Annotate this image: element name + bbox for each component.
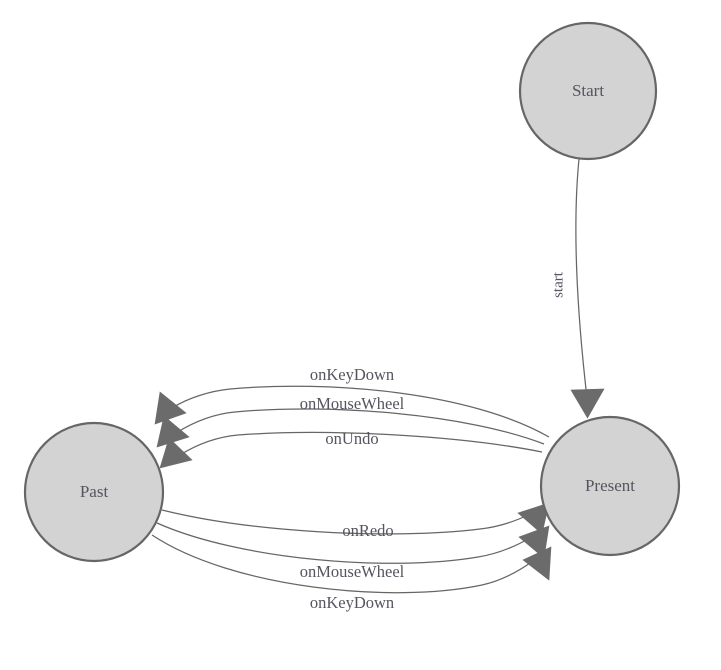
- node-present-label: Present: [585, 476, 635, 495]
- arrowhead-into-past-1: [154, 391, 187, 425]
- edge-present-to-past-onkeydown[interactable]: onKeyDown: [154, 365, 550, 438]
- edge-past-to-present-onkeydown-path: [151, 534, 534, 594]
- edge-start-to-present[interactable]: start: [550, 158, 605, 419]
- node-present[interactable]: Present: [539, 415, 681, 557]
- arrowhead-into-past-3: [159, 437, 193, 469]
- node-past[interactable]: Past: [23, 421, 165, 563]
- edge-past-to-present-onredo-path: [161, 509, 531, 535]
- edge-label-past-present-onredo: onRedo: [342, 521, 393, 540]
- edge-past-to-present-onredo[interactable]: onRedo: [161, 502, 550, 540]
- edge-past-to-present-onmousewheel[interactable]: onMouseWheel: [156, 522, 550, 581]
- node-start-label: Start: [572, 81, 604, 100]
- edge-label-present-past-onkeydown: onKeyDown: [310, 365, 394, 384]
- node-past-label: Past: [80, 482, 109, 501]
- node-start[interactable]: Start: [518, 21, 658, 161]
- arrowhead-into-present-top: [570, 388, 605, 419]
- edge-start-to-present-path: [575, 158, 588, 399]
- edge-present-to-past-onmousewheel[interactable]: onMouseWheel: [156, 394, 545, 448]
- edge-present-to-past-onmousewheel-path: [175, 408, 545, 445]
- edge-past-to-present-onkeydown[interactable]: onKeyDown: [151, 534, 552, 612]
- arrowhead-into-present-3: [522, 546, 552, 581]
- node-present-circle: [539, 415, 681, 557]
- node-start-circle: [518, 21, 658, 161]
- edge-label-past-present-onmousewheel: onMouseWheel: [300, 562, 405, 581]
- edge-label-present-past-onmousewheel: onMouseWheel: [300, 394, 405, 413]
- edge-label-present-past-onundo: onUndo: [325, 429, 378, 448]
- edge-present-to-past-onundo-path: [179, 431, 543, 456]
- arrowhead-into-present-2: [518, 525, 550, 559]
- edge-past-to-present-onmousewheel-path: [156, 522, 531, 564]
- edge-label-start: start: [550, 271, 566, 298]
- edge-present-to-past-onundo[interactable]: onUndo: [159, 429, 543, 469]
- edge-present-to-past-onkeydown-path: [171, 385, 550, 438]
- edge-label-past-present-onkeydown: onKeyDown: [310, 593, 394, 612]
- arrowhead-into-present-1: [517, 502, 550, 535]
- node-past-circle: [23, 421, 165, 563]
